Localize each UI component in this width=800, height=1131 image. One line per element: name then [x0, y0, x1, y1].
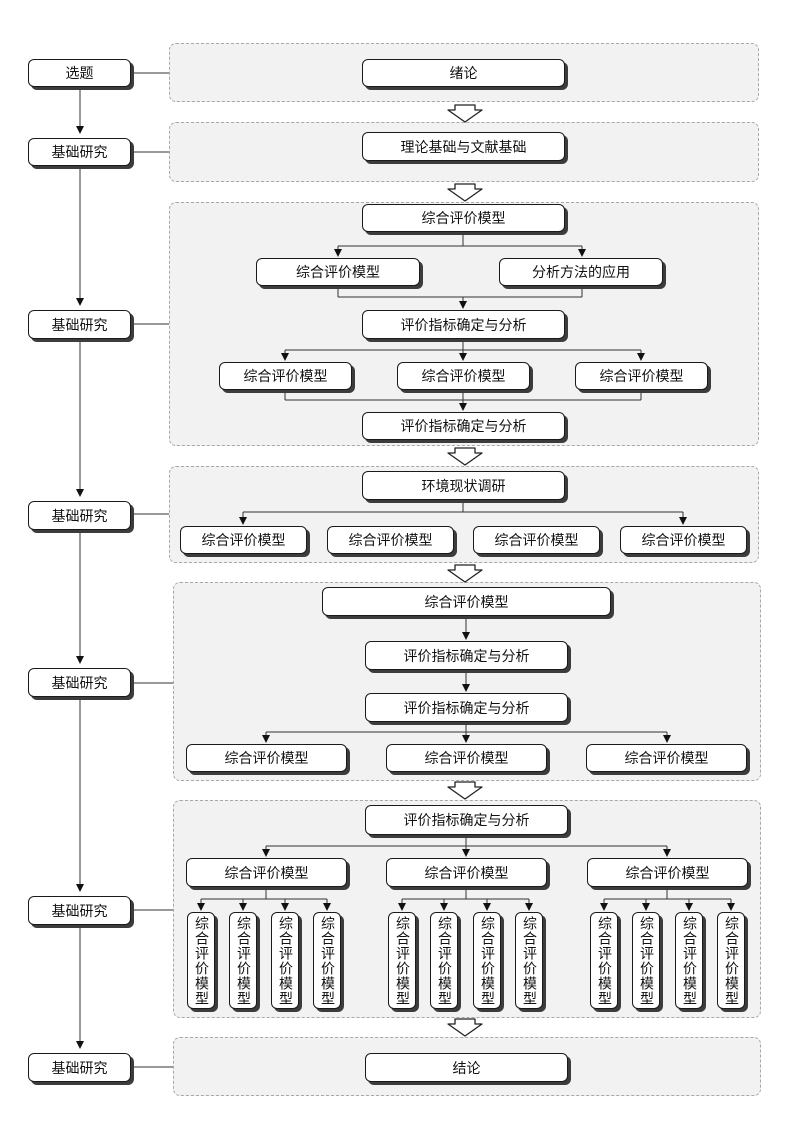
- theory-literature-node: 理论基础与文献基础: [362, 132, 565, 161]
- evaluation-model-node: 综合评价模型: [586, 744, 747, 772]
- evaluation-model-node: 综合评价模型: [186, 744, 347, 772]
- evaluation-model-node: 综合评价模型: [362, 204, 565, 232]
- evaluation-model-leaf: 综合评价模型: [271, 912, 299, 1009]
- evaluation-model-node: 综合评价模型: [180, 526, 307, 554]
- evaluation-model-leaf: 综合评价模型: [632, 912, 660, 1009]
- evaluation-model-node: 综合评价模型: [256, 258, 420, 286]
- index-analysis-node: 评价指标确定与分析: [365, 693, 568, 722]
- evaluation-model-leaf: 综合评价模型: [717, 912, 745, 1009]
- evaluation-model-leaf: 综合评价模型: [430, 912, 458, 1009]
- index-analysis-node: 评价指标确定与分析: [362, 412, 565, 440]
- evaluation-model-leaf: 综合评价模型: [590, 912, 618, 1009]
- evaluation-model-leaf: 综合评价模型: [388, 912, 416, 1009]
- index-analysis-node: 评价指标确定与分析: [365, 641, 568, 670]
- evaluation-model-leaf: 综合评价模型: [229, 912, 257, 1009]
- stage-topic-selection: 选题: [28, 59, 131, 87]
- evaluation-model-node: 综合评价模型: [386, 744, 547, 772]
- down-arrow-icon: [447, 183, 483, 202]
- evaluation-model-node: 综合评价模型: [575, 362, 708, 390]
- environment-survey-node: 环境现状调研: [362, 471, 565, 500]
- down-arrow-icon: [447, 104, 483, 123]
- stage-basic-research: 基础研究: [28, 138, 131, 166]
- down-arrow-icon: [447, 564, 483, 583]
- evaluation-model-node: 综合评价模型: [327, 526, 454, 554]
- stage-basic-research: 基础研究: [28, 668, 131, 697]
- index-analysis-node: 评价指标确定与分析: [365, 805, 568, 835]
- down-arrow-icon: [447, 781, 483, 800]
- stage-basic-research: 基础研究: [28, 1053, 131, 1082]
- down-arrow-icon: [447, 447, 483, 466]
- analysis-method-node: 分析方法的应用: [499, 258, 663, 286]
- evaluation-model-leaf: 综合评价模型: [515, 912, 543, 1009]
- evaluation-model-leaf: 综合评价模型: [187, 912, 215, 1009]
- evaluation-model-node: 综合评价模型: [219, 362, 352, 390]
- stage-basic-research: 基础研究: [28, 501, 131, 530]
- stage-basic-research: 基础研究: [28, 310, 131, 339]
- evaluation-model-node: 综合评价模型: [473, 526, 600, 554]
- evaluation-model-leaf: 综合评价模型: [313, 912, 341, 1009]
- evaluation-model-node: 综合评价模型: [397, 362, 530, 390]
- conclusion-node: 结论: [365, 1053, 568, 1082]
- stage-basic-research: 基础研究: [28, 896, 131, 925]
- evaluation-model-node: 综合评价模型: [186, 858, 347, 887]
- evaluation-model-leaf: 综合评价模型: [675, 912, 703, 1009]
- down-arrow-icon: [447, 1018, 483, 1037]
- evaluation-model-node: 综合评价模型: [587, 858, 748, 887]
- evaluation-model-node: 综合评价模型: [386, 858, 547, 887]
- evaluation-model-node: 综合评价模型: [620, 526, 747, 554]
- index-analysis-node: 评价指标确定与分析: [362, 310, 565, 339]
- introduction-node: 绪论: [362, 59, 565, 87]
- evaluation-model-node: 综合评价模型: [322, 587, 611, 616]
- evaluation-model-leaf: 综合评价模型: [473, 912, 501, 1009]
